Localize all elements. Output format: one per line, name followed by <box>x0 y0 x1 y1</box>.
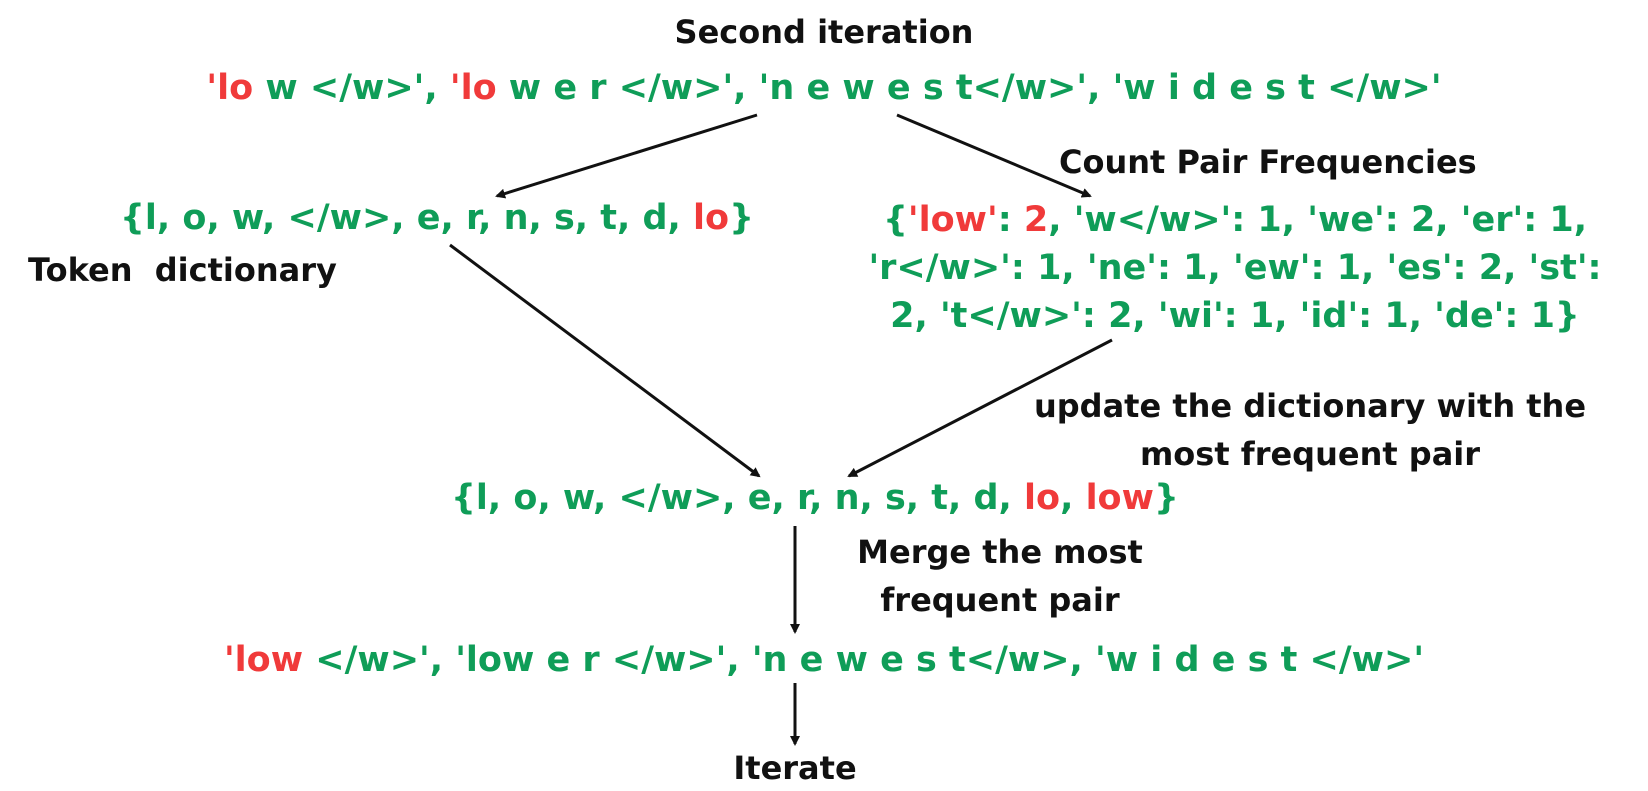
updated-dictionary-token-low: low <box>1085 478 1154 518</box>
corpus-top-word4: 'w i d e s t </w>' <box>1112 68 1442 108</box>
updated-dictionary-base: {l, o, w, </w>, e, r, n, s, t, d, <box>451 478 1025 518</box>
token-dictionary-close: } <box>729 198 754 238</box>
updated-dictionary-separator: , <box>1060 478 1086 518</box>
arrow-corpus-to-dictionary <box>495 113 758 199</box>
count-pairs-label: Count Pair Frequencies <box>1059 143 1477 181</box>
corpus-top-word2-rest: w e r </w>', <box>496 68 759 108</box>
corpus-top-word2-quote: ' <box>449 68 461 108</box>
pair-frequencies-line3: 2, 't</w>': 2, 'wi': 1, 'id': 1, 'de': 1… <box>890 296 1580 336</box>
updated-dictionary: {l, o, w, </w>, e, r, n, s, t, d, lo, lo… <box>451 476 1179 520</box>
token-dictionary-label: Token dictionary <box>28 251 337 289</box>
corpus-bottom-word1-rest: </w>', <box>303 640 456 680</box>
pair-frequencies: {'low': 2, 'w</w>': 1, 'we': 2, 'er': 1,… <box>860 196 1610 340</box>
corpus-top-word1-merged: lo <box>217 68 254 108</box>
token-dictionary-base: {l, o, w, </w>, e, r, n, s, t, d, <box>120 198 694 238</box>
corpus-bottom-word4: 'w i d e s t </w>' <box>1095 640 1425 680</box>
corpus-bottom-word3: 'n e w e s t</w>, <box>751 640 1096 680</box>
most-frequent-pair-count: 2 <box>1023 200 1049 240</box>
arrow-dictionary-to-updated <box>449 243 761 478</box>
corpus-top-word2-merged: lo <box>460 68 497 108</box>
merge-label-line2: frequent pair <box>880 581 1120 619</box>
arrow-corpus-to-pair-freqs <box>896 113 1092 198</box>
title: Second iteration <box>674 13 974 51</box>
corpus-bottom-word1-quote: ' <box>223 640 235 680</box>
updated-dictionary-token-lo: lo <box>1024 478 1061 518</box>
iterate-label: Iterate <box>733 749 857 787</box>
update-label-line2: most frequent pair <box>1139 435 1481 473</box>
pair-frequencies-line2: 'r</w>': 1, 'ne': 1, 'ew': 1, 'es': 2, '… <box>868 248 1602 288</box>
arrow-pair-freqs-to-updated <box>847 338 1113 478</box>
corpus-top: 'lo w </w>', 'lo w e r </w>', 'n e w e s… <box>124 66 1524 110</box>
token-dictionary: {l, o, w, </w>, e, r, n, s, t, d, lo} <box>120 196 754 240</box>
corpus-top-word1-quote: ' <box>206 68 218 108</box>
merge-label: Merge the most frequent pair <box>830 528 1170 624</box>
corpus-top-word3: 'n e w e s t</w>', <box>758 68 1113 108</box>
corpus-top-word1-rest: w </w>', <box>253 68 450 108</box>
pair-frequencies-line1: {'low': 2, 'w</w>': 1, 'we': 2, 'er': 1, <box>882 200 1588 240</box>
corpus-bottom: 'low </w>', 'low e r </w>', 'n e w e s t… <box>124 638 1524 682</box>
update-label: update the dictionary with the most freq… <box>1020 382 1600 478</box>
merge-label-line1: Merge the most <box>857 533 1143 571</box>
update-label-line1: update the dictionary with the <box>1033 387 1587 425</box>
updated-dictionary-close: } <box>1153 478 1179 518</box>
most-frequent-pair-key: 'low' <box>907 200 998 240</box>
token-dictionary-new-token: lo <box>693 198 730 238</box>
corpus-bottom-word2: 'low e r </w>', <box>455 640 752 680</box>
corpus-bottom-word1-merged: low <box>234 640 304 680</box>
